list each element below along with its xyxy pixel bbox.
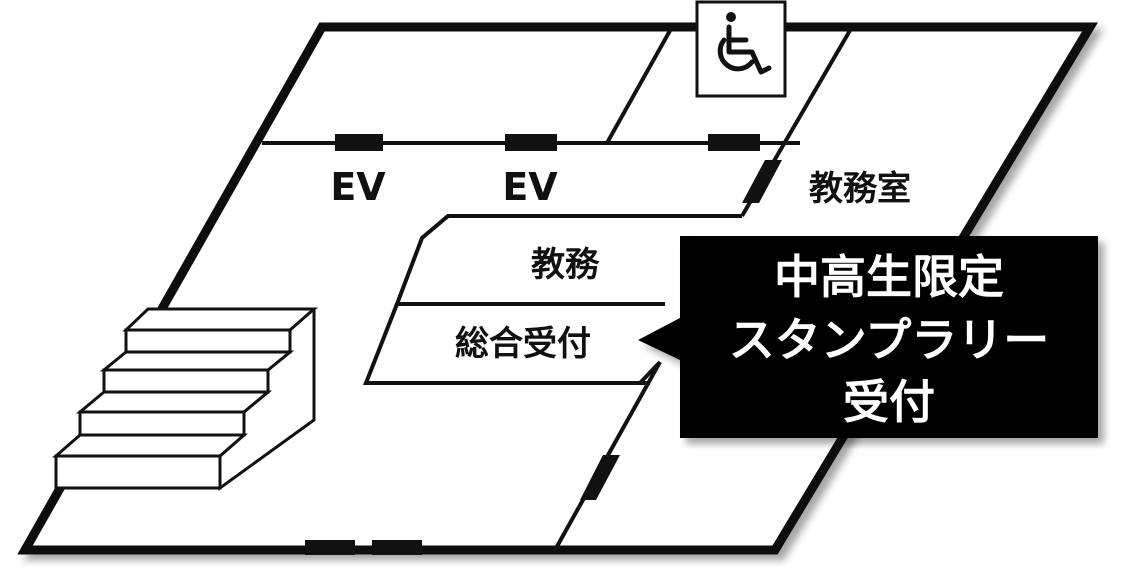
room-doors [580,160,782,500]
label-ev-1: EV [330,165,386,209]
elevator-door-3 [708,134,760,151]
accessible-sign [695,0,787,98]
label-office: 教務 [531,245,600,285]
side-door [580,455,620,500]
entrance-doors [305,540,422,555]
elevator-doors [335,134,760,151]
callout-line-1: 中高生限定 [774,250,1004,304]
stairs-icon [52,307,318,491]
entrance-door-2 [372,540,422,555]
callout-line-3: 受付 [843,375,935,429]
elevator-door-1 [335,134,383,151]
label-office-room: 教務室 [809,169,911,209]
label-ev-2: EV [502,165,558,209]
elevator-door-2 [505,134,557,151]
office-door [742,160,782,203]
wheelchair-icon [717,12,772,75]
stamp-rally-callout [638,236,1098,438]
entrance-door-1 [305,540,355,555]
callout-line-2: スタンプラリー [729,313,1050,367]
label-reception: 総合受付 [455,324,591,364]
